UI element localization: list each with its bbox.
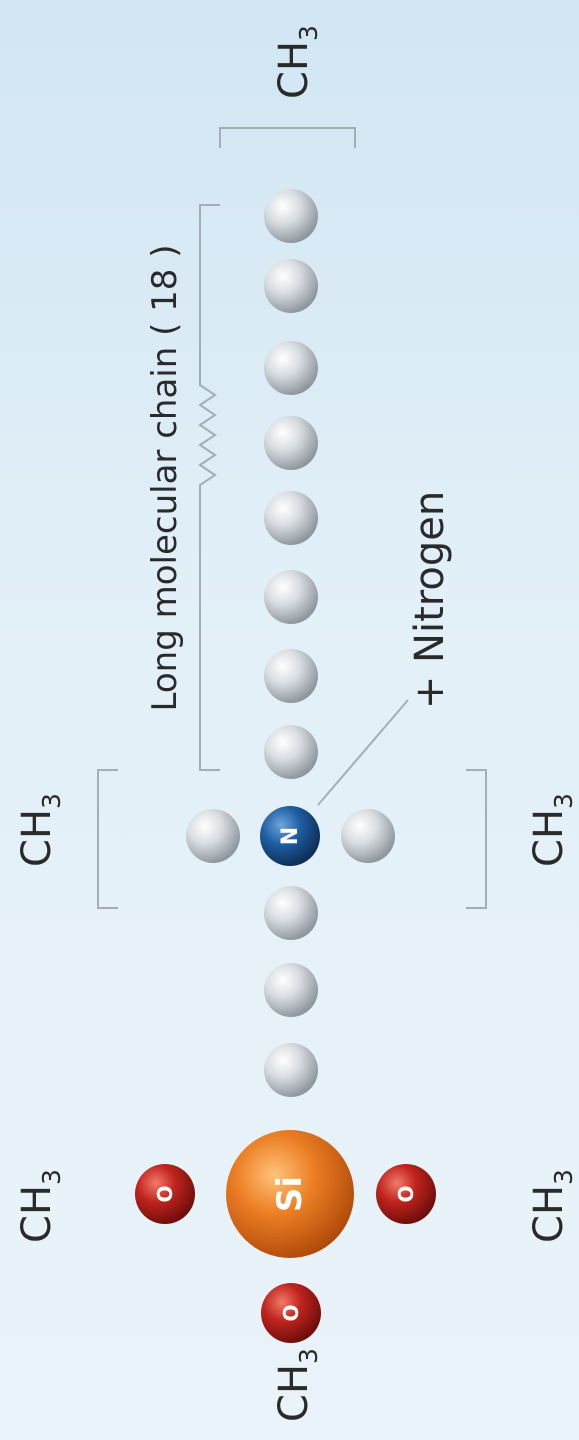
carbon-atom (264, 649, 318, 703)
carbon-atom (264, 725, 318, 779)
silicon-symbol: Si (270, 1176, 310, 1212)
lower-carbons (264, 886, 318, 1097)
carbon-atom (264, 416, 318, 470)
nitrogen-atom (260, 806, 320, 866)
nitrogen-pointer (317, 699, 409, 806)
chain-label: Long molecular chain ( 18 ) (145, 245, 185, 712)
nitrogen-symbol: N (278, 827, 303, 845)
ch3-label-lower: CH3 (271, 1348, 323, 1422)
bracket-left (97, 769, 118, 909)
oxygen-symbol-bottom: O (279, 1304, 303, 1321)
ch3-label-bottom-mid: CH3 (526, 793, 578, 867)
carbon-atom (264, 963, 318, 1017)
carbon-atom (264, 491, 318, 545)
bracket-top (219, 127, 356, 148)
ch3-label-top-mid: CH3 (14, 793, 66, 867)
methyl-atom-right (341, 809, 395, 863)
carbon-atom (264, 570, 318, 624)
methyl-atom-left (186, 809, 240, 863)
nitrogen-label: + Nitrogen (407, 491, 453, 709)
ch3-label-top-right: CH3 (271, 25, 323, 99)
ch3-label-top-left: CH3 (14, 1169, 66, 1243)
carbon-atom (264, 1043, 318, 1097)
carbon-atom (264, 341, 318, 395)
chain-bracket (198, 204, 220, 771)
oxygen-atom-left (135, 1164, 195, 1224)
oxygen-symbol-right: O (394, 1185, 418, 1202)
ch3-label-bottom-left: CH3 (526, 1169, 578, 1243)
silicon-atom (226, 1130, 354, 1258)
oxygen-atom-bottom (261, 1283, 321, 1343)
bracket-right (466, 769, 487, 909)
carbon-atom (264, 886, 318, 940)
carbon-chain (264, 189, 318, 779)
oxygen-atom-right (376, 1164, 436, 1224)
carbon-atom (264, 189, 318, 243)
carbon-atom (264, 259, 318, 313)
oxygen-symbol-left: O (153, 1185, 177, 1202)
